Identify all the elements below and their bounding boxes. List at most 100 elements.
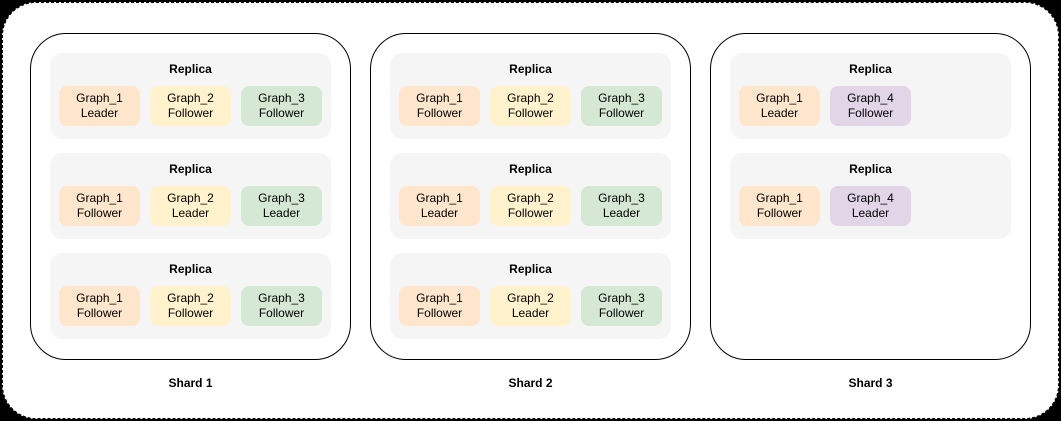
replica-title: Replica <box>849 162 892 176</box>
graph-role: Follower <box>416 306 463 320</box>
graph-role: Follower <box>507 206 554 220</box>
graph-name: Graph_2 <box>167 191 214 205</box>
shard-label: Shard 2 <box>508 376 553 390</box>
graph-role: Follower <box>167 306 214 320</box>
graph-role: Follower <box>847 106 894 120</box>
graph-row: Graph_1 Follower Graph_2 Follower Graph_… <box>50 276 331 326</box>
shard-2: Replica Graph_1 Follower Graph_2 Followe… <box>370 33 691 390</box>
graph-row: Graph_1 Follower Graph_2 Follower Graph_… <box>390 76 671 126</box>
graph-row: Graph_1 Follower Graph_4 Leader <box>730 176 1011 226</box>
graph-name: Graph_3 <box>258 91 305 105</box>
graph-row: Graph_1 Leader Graph_4 Follower <box>730 76 1011 126</box>
graph-role: Follower <box>507 106 554 120</box>
graph-node: Graph_1 Follower <box>399 86 480 126</box>
replica-group: Replica Graph_1 Leader Graph_4 Follower <box>730 53 1011 139</box>
graph-role: Follower <box>258 106 305 120</box>
graph-role: Follower <box>76 306 123 320</box>
graph-node: Graph_4 Follower <box>830 86 911 126</box>
graph-node: Graph_3 Follower <box>581 286 662 326</box>
graph-role: Follower <box>598 106 645 120</box>
graph-node: Graph_1 Follower <box>399 286 480 326</box>
replica-group: Replica Graph_1 Leader Graph_2 Follower … <box>50 53 331 139</box>
replica-title: Replica <box>849 62 892 76</box>
graph-name: Graph_4 <box>847 91 894 105</box>
graph-name: Graph_3 <box>598 191 645 205</box>
graph-node: Graph_3 Follower <box>241 286 322 326</box>
graph-node: Graph_1 Leader <box>399 186 480 226</box>
graph-node: Graph_1 Follower <box>59 286 140 326</box>
graph-role: Leader <box>851 206 890 220</box>
shard-1: Replica Graph_1 Leader Graph_2 Follower … <box>30 33 351 390</box>
graph-row: Graph_1 Leader Graph_2 Follower Graph_3 … <box>50 76 331 126</box>
graph-node: Graph_4 Leader <box>830 186 911 226</box>
graph-name: Graph_1 <box>76 191 123 205</box>
graph-node: Graph_3 Follower <box>581 86 662 126</box>
graph-role: Leader <box>602 206 641 220</box>
graph-role: Follower <box>756 206 803 220</box>
graph-name: Graph_1 <box>416 191 463 205</box>
replica-group: Replica Graph_1 Follower Graph_4 Leader <box>730 153 1011 239</box>
graph-role: Leader <box>262 206 301 220</box>
graph-node: Graph_1 Follower <box>59 186 140 226</box>
graph-name: Graph_3 <box>598 91 645 105</box>
graph-name: Graph_1 <box>756 91 803 105</box>
shard-container: Replica Graph_1 Leader Graph_2 Follower … <box>30 33 351 360</box>
graph-role: Leader <box>420 206 459 220</box>
graph-node: Graph_2 Follower <box>490 186 571 226</box>
replica-title: Replica <box>169 162 212 176</box>
graph-name: Graph_1 <box>416 291 463 305</box>
shard-container: Replica Graph_1 Leader Graph_4 Follower … <box>710 33 1031 360</box>
graph-node: Graph_2 Leader <box>150 186 231 226</box>
replica-group: Replica Graph_1 Follower Graph_2 Followe… <box>50 253 331 339</box>
graph-name: Graph_1 <box>76 291 123 305</box>
graph-name: Graph_2 <box>167 291 214 305</box>
shards-row: Replica Graph_1 Leader Graph_2 Follower … <box>30 33 1031 390</box>
graph-node: Graph_1 Leader <box>739 86 820 126</box>
graph-node: Graph_1 Leader <box>59 86 140 126</box>
graph-name: Graph_2 <box>507 191 554 205</box>
replica-title: Replica <box>509 262 552 276</box>
replica-group: Replica Graph_1 Follower Graph_2 Followe… <box>390 53 671 139</box>
graph-role: Follower <box>416 106 463 120</box>
replica-group: Replica Graph_1 Follower Graph_2 Leader … <box>390 253 671 339</box>
shard-container: Replica Graph_1 Follower Graph_2 Followe… <box>370 33 691 360</box>
graph-row: Graph_1 Follower Graph_2 Leader Graph_3 … <box>390 276 671 326</box>
graph-name: Graph_3 <box>598 291 645 305</box>
replica-title: Replica <box>509 162 552 176</box>
graph-role: Follower <box>167 106 214 120</box>
shard-label: Shard 1 <box>168 376 213 390</box>
graph-node: Graph_2 Follower <box>150 86 231 126</box>
graph-name: Graph_3 <box>258 291 305 305</box>
replica-group: Replica Graph_1 Leader Graph_2 Follower … <box>390 153 671 239</box>
graph-node: Graph_3 Follower <box>241 86 322 126</box>
graph-name: Graph_1 <box>76 91 123 105</box>
graph-role: Leader <box>171 206 210 220</box>
graph-row: Graph_1 Leader Graph_2 Follower Graph_3 … <box>390 176 671 226</box>
graph-role: Leader <box>760 106 799 120</box>
replica-title: Replica <box>169 262 212 276</box>
graph-name: Graph_2 <box>167 91 214 105</box>
graph-name: Graph_3 <box>258 191 305 205</box>
graph-name: Graph_1 <box>416 91 463 105</box>
graph-node: Graph_3 Leader <box>241 186 322 226</box>
graph-role: Follower <box>258 306 305 320</box>
graph-role: Follower <box>598 306 645 320</box>
graph-node: Graph_1 Follower <box>739 186 820 226</box>
graph-node: Graph_3 Leader <box>581 186 662 226</box>
graph-node: Graph_2 Follower <box>150 286 231 326</box>
graph-name: Graph_2 <box>507 91 554 105</box>
graph-node: Graph_2 Follower <box>490 86 571 126</box>
shard-label: Shard 3 <box>848 376 893 390</box>
replica-group: Replica Graph_1 Follower Graph_2 Leader … <box>50 153 331 239</box>
graph-role: Leader <box>511 306 550 320</box>
graph-name: Graph_4 <box>847 191 894 205</box>
shard-3: Replica Graph_1 Leader Graph_4 Follower … <box>710 33 1031 390</box>
graph-name: Graph_1 <box>756 191 803 205</box>
replica-title: Replica <box>509 62 552 76</box>
graph-role: Follower <box>76 206 123 220</box>
graph-role: Leader <box>80 106 119 120</box>
graph-name: Graph_2 <box>507 291 554 305</box>
graph-node: Graph_2 Leader <box>490 286 571 326</box>
replica-title: Replica <box>169 62 212 76</box>
